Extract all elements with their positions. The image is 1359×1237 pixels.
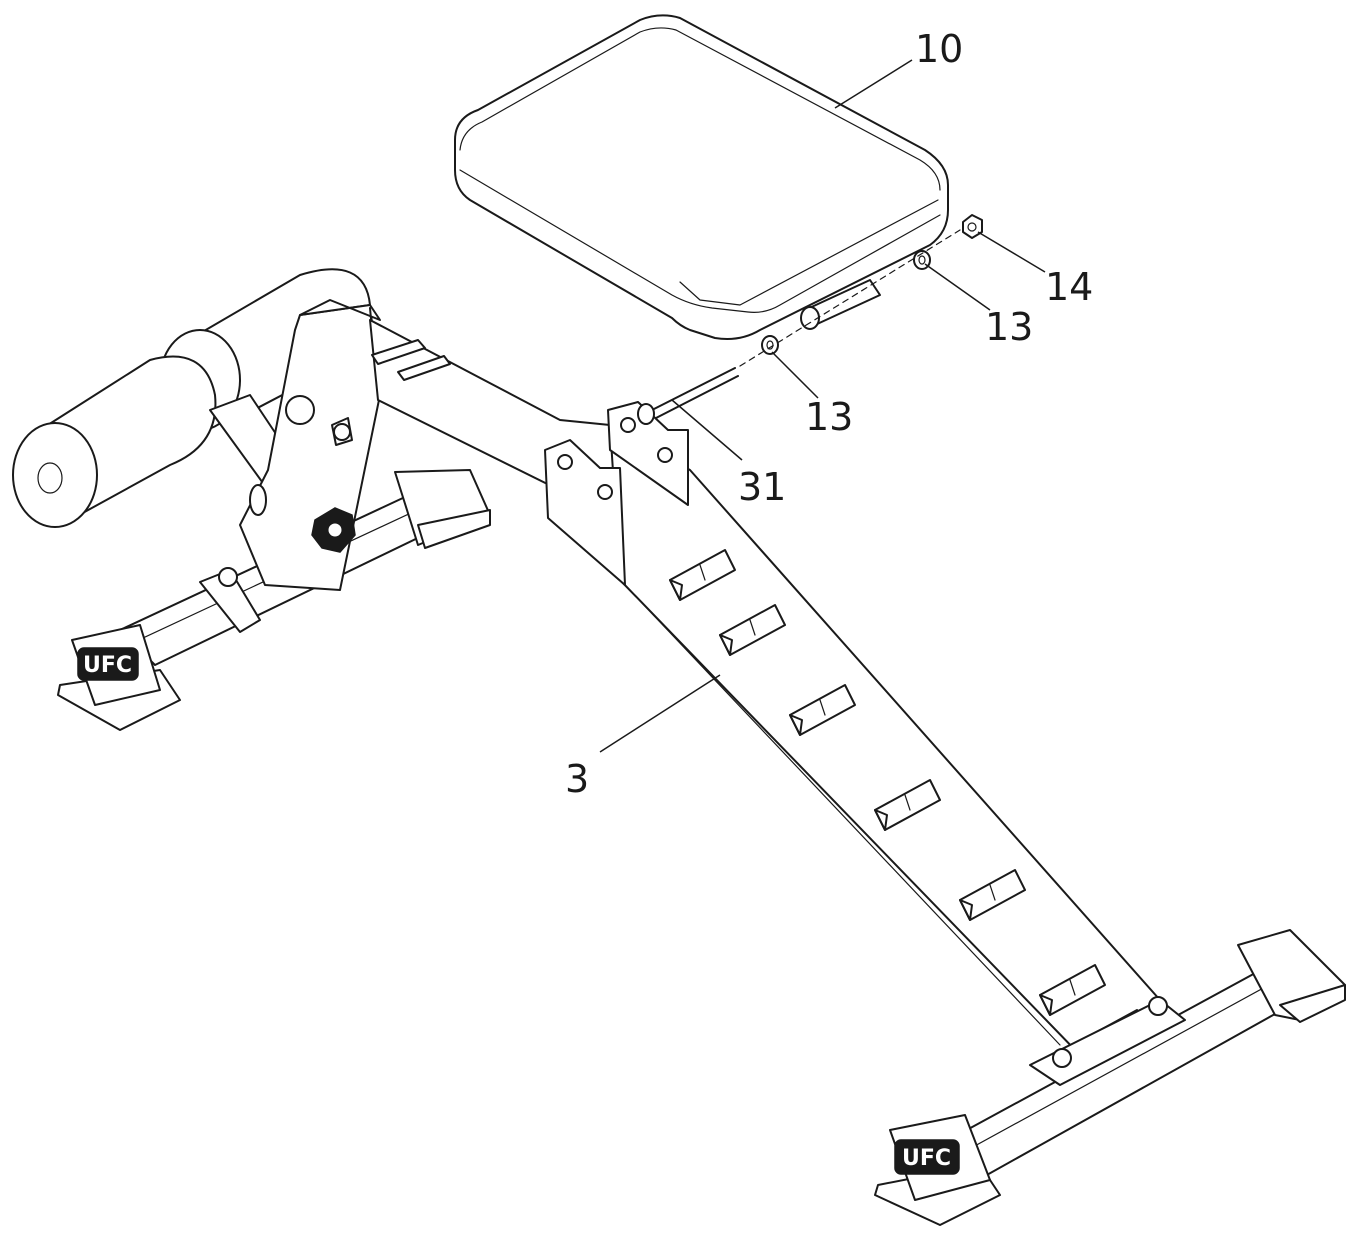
callout-washer-lower: 13	[805, 395, 853, 439]
washer-lower	[761, 335, 779, 355]
callout-main-frame: 3	[565, 757, 589, 801]
main-frame	[369, 319, 1161, 1056]
callouts: 10 14 13 13 31 3	[565, 27, 1093, 801]
bolt	[637, 367, 739, 425]
callout-nut: 14	[1045, 265, 1093, 309]
callout-seat-pad: 10	[915, 27, 963, 71]
seat-pad	[454, 14, 949, 340]
callout-bolt: 31	[738, 465, 786, 509]
foot-hooks	[669, 549, 1148, 1061]
front-base: UFC	[874, 929, 1346, 1226]
nut	[962, 214, 983, 239]
callout-washer-upper: 13	[985, 305, 1033, 349]
hardware	[637, 214, 983, 425]
leader-lines	[599, 59, 1046, 753]
rear-foot-logo: UFC	[83, 653, 132, 678]
front-foot-logo: UFC	[902, 1146, 951, 1171]
